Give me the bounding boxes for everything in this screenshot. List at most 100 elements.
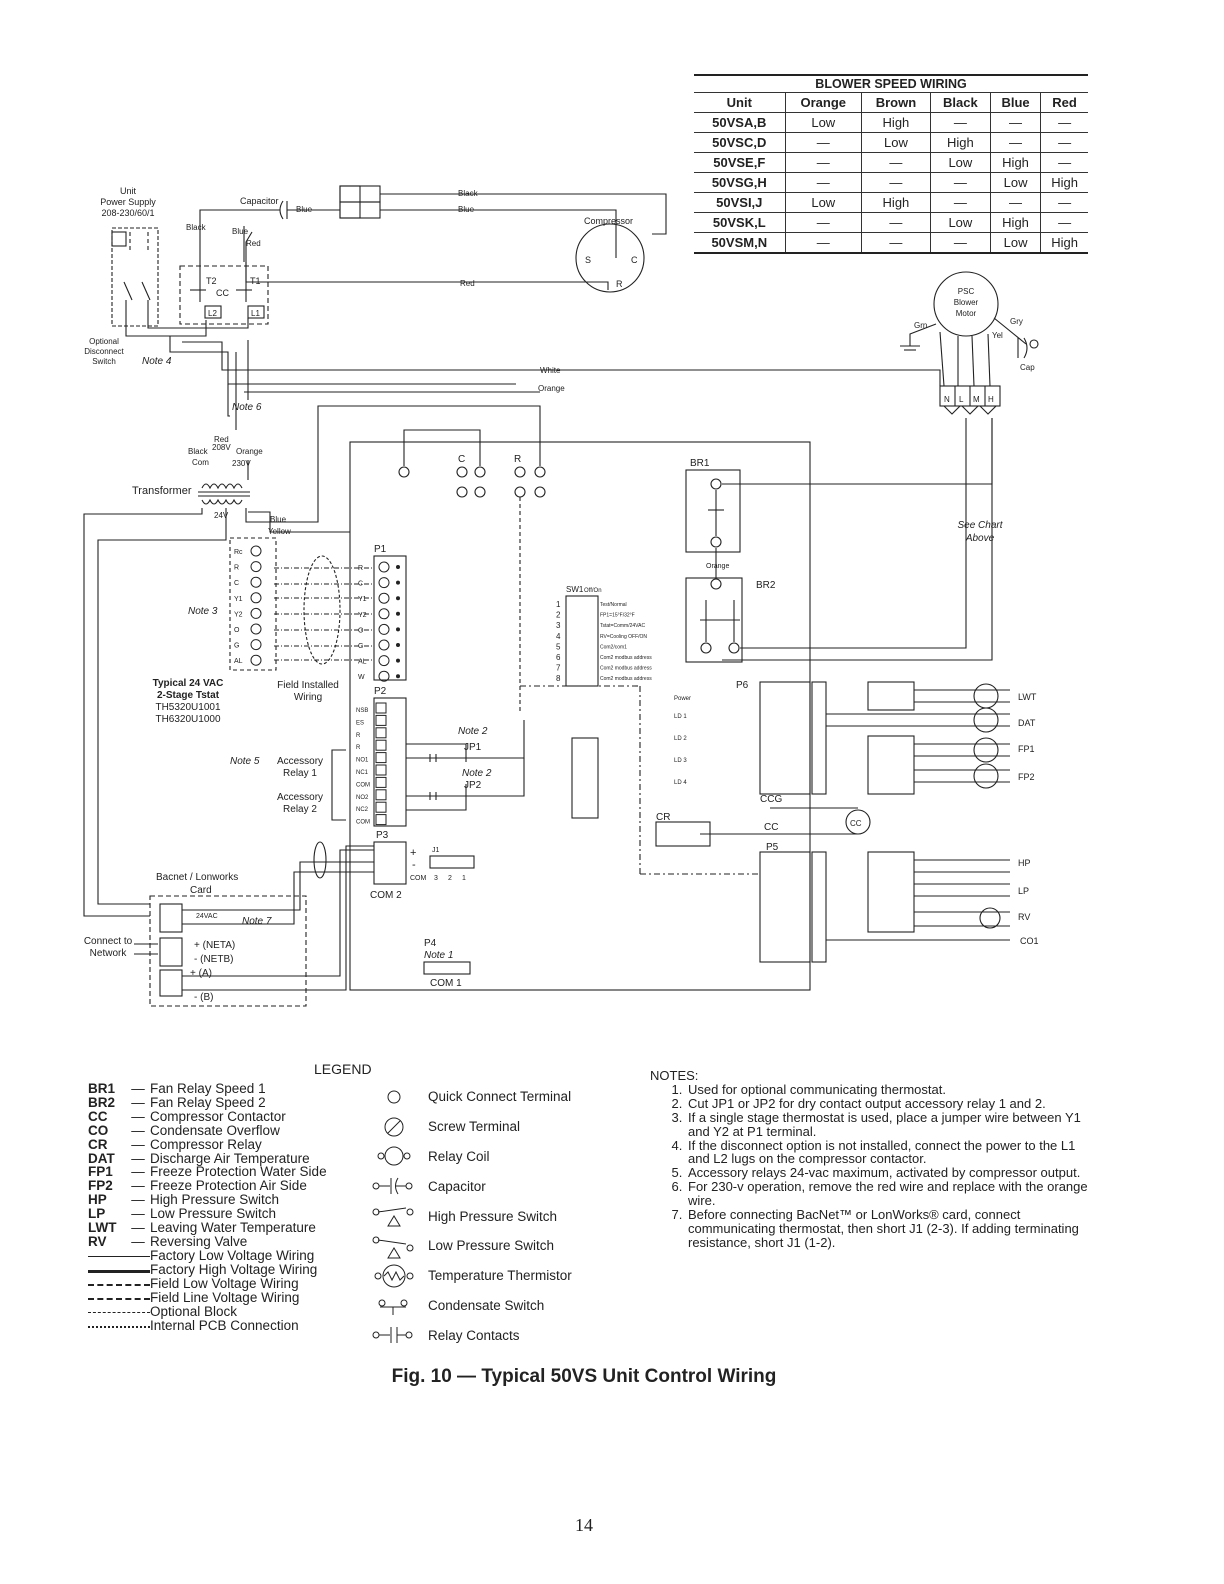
legend-symbol-row: Screw Terminal — [360, 1112, 572, 1142]
cc-label: CC — [216, 288, 229, 298]
bacnet-label-2: Card — [190, 885, 212, 896]
tstat-terminal — [250, 576, 262, 588]
tstat-terminal-label: G — [234, 643, 239, 650]
p1-terminal — [378, 608, 390, 620]
j1-pin-3: 3 — [434, 875, 438, 882]
tstat-terminal — [250, 607, 262, 619]
relay-contacts-icon — [372, 1327, 413, 1344]
cc-board-label: CC — [764, 822, 778, 833]
sw1-position-number: 4 — [556, 632, 561, 641]
tstat-terminal — [250, 561, 262, 573]
p2-pin-label: NO2 — [356, 795, 369, 801]
blower-table-col-header: Black — [929, 93, 991, 113]
legend-symbol-row: Low Pressure Switch — [360, 1231, 572, 1261]
jp1-label: JP1 — [464, 742, 482, 753]
legend-symbol-label: Condensate Switch — [428, 1297, 545, 1313]
note-item: Before connecting BacNet™ or LonWorks® c… — [686, 1208, 1090, 1250]
legend-dash: — — [131, 1164, 145, 1180]
tstat-terminal-label: C — [234, 580, 239, 587]
t1-label: T1 — [250, 276, 261, 286]
p1-pin-label: G — [358, 643, 363, 650]
tstat-terminal-label: AL — [234, 658, 243, 665]
p1-terminal — [378, 592, 390, 604]
legend-abbreviation: BR1 — [88, 1081, 116, 1096]
blower-table-cell: — — [784, 212, 862, 233]
p2-terminal — [375, 739, 387, 751]
disconnect-label-3: Switch — [92, 357, 116, 366]
p1-pin-label: O — [358, 627, 364, 634]
legend-symbol-row: Temperature Thermistor — [360, 1261, 572, 1291]
p2-terminal — [375, 764, 387, 776]
switch-lp: LP — [1018, 886, 1029, 896]
legend-abbreviation: LWT — [88, 1220, 117, 1236]
tstat-label-2: 2-Stage Tstat — [157, 690, 220, 701]
legend-dash: — — [131, 1220, 145, 1236]
blower-table-cell: — — [929, 112, 991, 133]
a-label: + (A) — [190, 968, 212, 979]
legend-dash: — — [131, 1192, 145, 1208]
blower-table-unit: 50VSE,F — [694, 152, 786, 173]
neta-label: + (NETA) — [194, 940, 235, 951]
p2-pin-label: COM — [356, 820, 370, 826]
p2-pin-label: NC2 — [356, 807, 369, 813]
motor-grn: Grn — [914, 321, 927, 330]
p2-terminal — [375, 776, 387, 788]
legend-symbol-label: Relay Contacts — [428, 1327, 520, 1343]
note-item: Used for optional communicating thermost… — [686, 1083, 1090, 1097]
legend-description: Compressor Relay — [150, 1136, 262, 1152]
sw1-setting-label: Com2/com1 — [600, 644, 627, 650]
tstat-terminal — [250, 623, 262, 635]
legend-abbreviation-row: CR—Compressor Relay — [88, 1136, 327, 1152]
power-supply-label-3: 208-230/60/1 — [101, 208, 154, 218]
blower-table-col-header: Orange — [784, 93, 862, 113]
acc-relay2-1: Accessory — [277, 792, 323, 803]
note-item: Cut JP1 or JP2 for dry contact output ac… — [686, 1096, 1090, 1111]
p1-terminal — [378, 623, 390, 635]
sw1-setting-labels: Test/Normal1FP1=15°F/32°F2Tstat=Comm/24V… — [556, 600, 652, 683]
legend-line-stroke — [88, 1269, 150, 1273]
legend-line-stroke — [88, 1325, 150, 1328]
p2-pin-label: NO1 — [356, 758, 369, 764]
wire-white-main: White — [540, 366, 561, 375]
wiring-diagram: Unit Power Supply 208-230/60/1 Optional … — [83, 185, 1039, 1007]
p1-pin-dot — [396, 611, 400, 616]
wire-orange-main: Orange — [538, 384, 565, 393]
legend-abbreviation: LP — [88, 1206, 106, 1222]
sw1-position-number: 7 — [556, 664, 561, 673]
sw1-position-number: 3 — [556, 621, 561, 630]
p1-pin-dot — [396, 565, 400, 569]
p2-label: P2 — [374, 686, 387, 697]
tr-black: Black — [188, 447, 209, 456]
blower-table-cell: High — [861, 112, 931, 133]
legend-symbol-label: High Pressure Switch — [428, 1208, 558, 1224]
p1-terminal — [378, 655, 390, 667]
sw1-setting-label: Test/Normal — [600, 602, 627, 608]
legend-dash: — — [131, 1108, 145, 1124]
tr-24v: 24V — [214, 511, 229, 520]
p2-pin-label: ES — [356, 720, 364, 726]
legend-description: Compressor Contactor — [150, 1108, 286, 1124]
sensor-fp2: FP2 — [1018, 772, 1035, 782]
legend-symbol-row: Quick Connect Terminal — [360, 1082, 572, 1112]
sw1-setting-label: RV=Cooling OFF/ON — [600, 634, 647, 640]
compressor-r: R — [616, 279, 623, 289]
legend-abbreviation: RV — [88, 1233, 107, 1249]
com1-label: COM 1 — [430, 978, 462, 989]
blower-table-cell: — — [1040, 132, 1088, 153]
legend-abbreviation-row: RV—Reversing Valve — [88, 1235, 327, 1249]
sw1-position-number: 8 — [556, 674, 561, 683]
legend-abbreviation-row: BR1—Fan Relay Speed 1 — [88, 1082, 327, 1096]
legend-description: Discharge Air Temperature — [150, 1150, 310, 1166]
legend-description: Condensate Overflow — [150, 1122, 280, 1138]
quick-connect-icon — [387, 1090, 401, 1104]
sensor-lwt: LWT — [1018, 692, 1037, 702]
legend-line-row: Optional Block — [88, 1304, 327, 1319]
compressor-label: Compressor — [584, 216, 633, 226]
blower-table-cell: High — [929, 132, 991, 153]
legend-dash: — — [131, 1178, 145, 1194]
p2-pin-label: NSB — [356, 708, 368, 714]
